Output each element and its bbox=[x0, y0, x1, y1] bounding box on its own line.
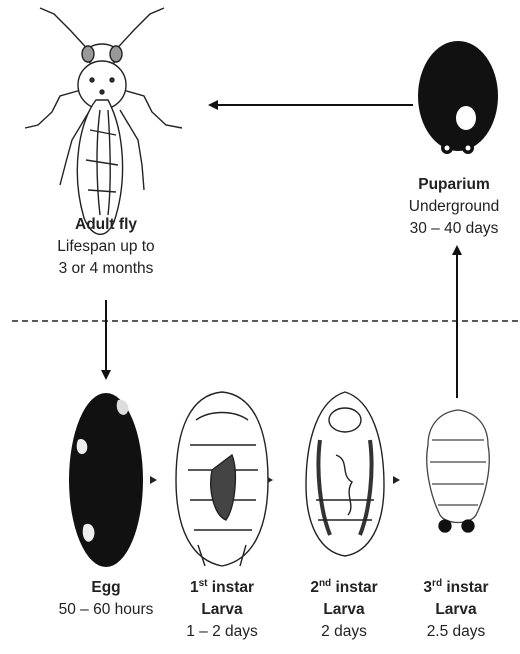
larva3-label: 3rd instar Larva 2.5 days bbox=[400, 577, 512, 643]
larva1-line1: 1 – 2 days bbox=[166, 621, 278, 643]
puparium-label: Puparium Underground 30 – 40 days bbox=[388, 174, 520, 240]
puparium-line2: 30 – 40 days bbox=[388, 218, 520, 240]
second-instar-larva-icon bbox=[306, 392, 384, 556]
larva3-line1: 2.5 days bbox=[400, 621, 512, 643]
larva2-label: 2nd instar Larva 2 days bbox=[288, 577, 400, 643]
egg-label: Egg 50 – 60 hours bbox=[40, 577, 172, 621]
arrow-larva2-to-larva3 bbox=[393, 476, 400, 484]
larva2-name2: Larva bbox=[288, 599, 400, 621]
adult-fly-line1: Lifespan up to bbox=[20, 236, 192, 258]
adult-fly-name: Adult fly bbox=[20, 214, 192, 236]
larva1-label: 1st instar Larva 1 – 2 days bbox=[166, 577, 278, 643]
larva3-name: 3rd instar bbox=[400, 577, 512, 599]
larva1-name2: Larva bbox=[166, 599, 278, 621]
larva2-name: 2nd instar bbox=[288, 577, 400, 599]
arrow-egg-to-larva1 bbox=[150, 476, 157, 484]
egg-name: Egg bbox=[40, 577, 172, 599]
egg-icon bbox=[69, 393, 143, 567]
larva2-line1: 2 days bbox=[288, 621, 400, 643]
third-instar-larva-icon bbox=[427, 410, 490, 532]
adult-fly-line2: 3 or 4 months bbox=[20, 258, 192, 280]
larva1-name: 1st instar bbox=[166, 577, 278, 599]
first-instar-larva-icon bbox=[176, 392, 268, 566]
adult-fly-label: Adult fly Lifespan up to 3 or 4 months bbox=[20, 214, 192, 280]
puparium-icon bbox=[418, 41, 498, 154]
adult-fly-icon bbox=[25, 8, 182, 234]
egg-line1: 50 – 60 hours bbox=[40, 599, 172, 621]
puparium-name: Puparium bbox=[388, 174, 520, 196]
puparium-line1: Underground bbox=[388, 196, 520, 218]
larva3-name2: Larva bbox=[400, 599, 512, 621]
